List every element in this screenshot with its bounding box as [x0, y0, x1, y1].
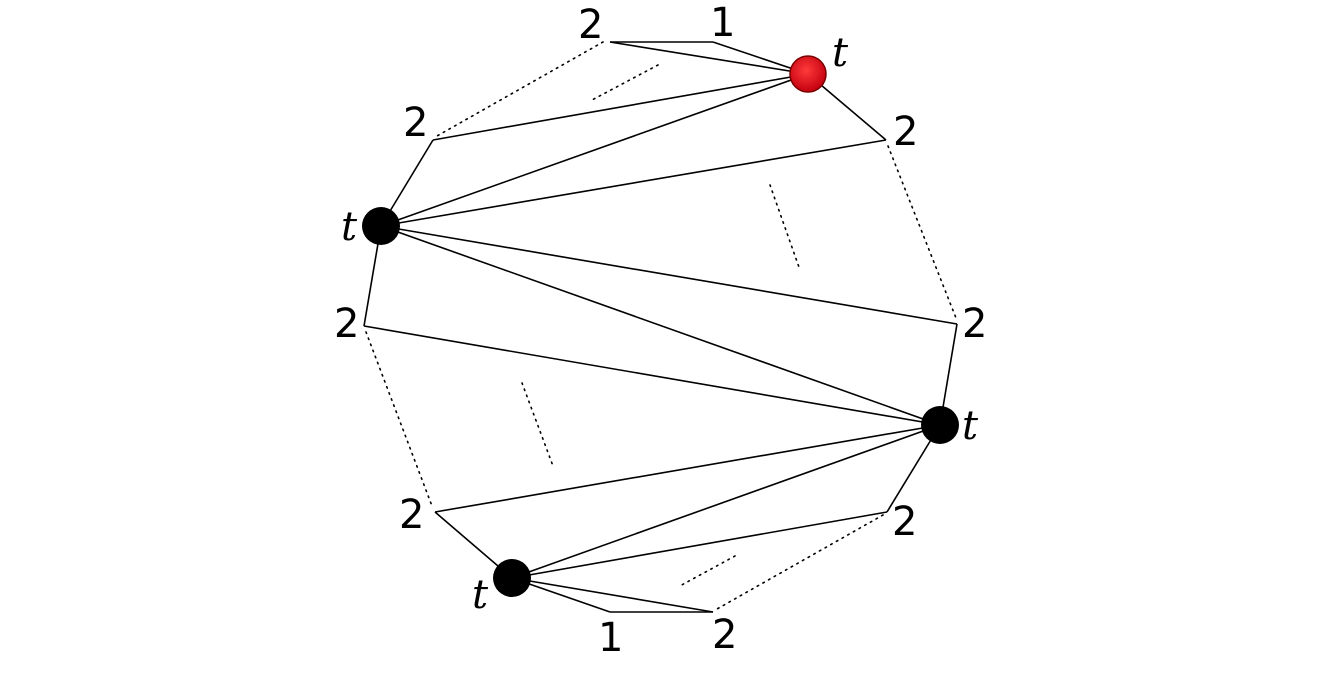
dotted-paths [365, 41, 957, 610]
label-right-2: 2 [962, 301, 987, 347]
dotted-left2-lowerleft2 [365, 331, 433, 507]
label-bottom-2: 2 [712, 612, 737, 658]
dotted-top2-upperleft2 [436, 41, 604, 137]
edge-lowerleft2-rightt [434, 424, 941, 513]
dotted-ellipsis-bottom [677, 555, 736, 588]
label-left-2: 2 [334, 301, 359, 347]
label-right-upper-2: 2 [893, 109, 918, 155]
dotted-ellipsis-left [521, 382, 554, 467]
edge-left2-rightt [363, 325, 941, 426]
edges [363, 41, 958, 613]
edge-bottomt-bottom2 [511, 577, 714, 613]
edge-bottomt-lowerright2 [511, 511, 888, 579]
label-upper-left-2: 2 [403, 100, 428, 146]
edge-leftt-red [380, 73, 809, 227]
edge-leftt-rightt [380, 225, 941, 426]
label-red-t: t [832, 30, 849, 76]
label-bottom-1: 1 [598, 615, 623, 661]
label-left-t: t [341, 204, 358, 250]
edge-bottomt-rightt [511, 424, 941, 579]
label-right-t: t [962, 403, 979, 449]
bottom-t-node [493, 559, 531, 597]
dotted-ellipsis-right [769, 184, 801, 271]
edge-leftt-right2 [380, 225, 958, 325]
label-top-left-2: 2 [578, 2, 603, 48]
dotted-ellipsis-top [591, 64, 659, 101]
dotted-right2upper-right2 [887, 145, 957, 319]
left-t-node [362, 207, 400, 245]
label-top-1: 1 [710, 0, 735, 46]
red-node [789, 55, 827, 93]
right-t-node [921, 406, 959, 444]
edge-top2-red [609, 41, 809, 75]
edge-leftt-right2upper [380, 139, 887, 227]
label-lower-left-2: 2 [399, 492, 424, 538]
label-bottom-t: t [472, 572, 489, 618]
nodes [362, 55, 959, 597]
labels: 2 1 t 2 2 t 2 2 t 2 2 t 1 2 [334, 0, 987, 661]
label-lower-right-2: 2 [892, 499, 917, 545]
edge-upperleft2-red [432, 73, 809, 141]
dotted-lowerright2-bottom2 [716, 514, 884, 610]
